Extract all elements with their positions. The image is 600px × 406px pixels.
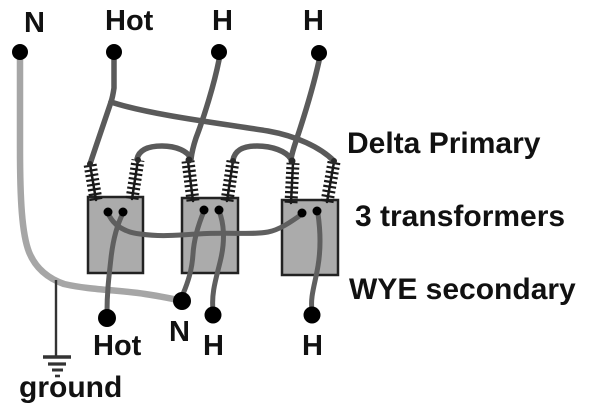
wye-secondary-wiring	[104, 208, 323, 315]
transformer-3-left-bushing	[284, 161, 300, 205]
t3-left-terminal	[297, 208, 307, 218]
wire-t2-left-to-neutral-point	[179, 208, 207, 302]
terminal-hot-top	[106, 44, 122, 60]
label-h-bottom-right: H	[302, 330, 323, 362]
transformer-1	[83, 158, 145, 275]
knob-t1-left	[87, 161, 93, 167]
label-h1-top: H	[212, 5, 233, 37]
transformer-3	[280, 160, 341, 277]
transformer-1-left-bushing	[83, 162, 103, 202]
wire-t1-right-to-hot-bottom	[104, 210, 126, 315]
terminal-n-top	[12, 44, 28, 60]
wire-delta-arc-t2-t3	[230, 143, 294, 163]
ground-symbol	[43, 280, 71, 378]
knob-t3-left	[288, 157, 296, 165]
transformer-3-box	[280, 198, 340, 277]
knob-t1-right	[135, 157, 141, 163]
label-h-bottom-mid: H	[203, 330, 224, 362]
transformer-2-left-bushing	[181, 159, 200, 203]
t2-left-terminal	[199, 205, 209, 215]
transformer-1-right-bushing	[125, 158, 145, 201]
terminal-h-bottom-right	[303, 306, 321, 324]
label-h2-top: H	[303, 5, 324, 37]
wire-hot-top-drop	[108, 57, 117, 105]
label-n-bottom: N	[169, 316, 190, 348]
t2-right-terminal	[214, 205, 224, 215]
wire-hot-to-t3-right-bushing	[108, 99, 337, 164]
wire-h2-top-drop	[288, 58, 322, 162]
terminal-hot-bottom	[98, 309, 116, 327]
transformer-2-right-bushing	[220, 159, 240, 203]
wire-delta-arc-t1-t2	[134, 143, 194, 162]
label-ground: ground	[19, 371, 122, 404]
terminal-h2-top	[311, 45, 327, 61]
terminal-h-bottom-mid	[204, 306, 222, 324]
t1-left-terminal	[103, 207, 113, 217]
terminal-n-junction	[173, 292, 191, 310]
label-hot-bottom: Hot	[93, 330, 142, 362]
neutral-wire	[16, 54, 186, 305]
wire-t2-right-to-h-bottom	[210, 208, 226, 313]
wire-h1-top-drop	[188, 57, 222, 162]
delta-primary-wiring	[87, 57, 337, 167]
bushing-knobs	[87, 156, 337, 167]
label-delta-primary: Delta Primary	[347, 127, 541, 160]
knob-t3-right	[331, 158, 337, 164]
t1-right-terminal	[118, 207, 128, 217]
label-hot-top: Hot	[105, 5, 154, 37]
wire-hot-to-t1-left-bushing	[87, 99, 114, 167]
line-terminals	[12, 44, 327, 327]
label-n-top: N	[24, 7, 45, 39]
knob-t2-right	[230, 158, 236, 164]
labels: N Hot H H Delta Primary 3 transformers W…	[19, 5, 576, 404]
transformer-3-right-bushing	[320, 160, 341, 204]
terminal-h1-top	[211, 44, 227, 60]
wire-t3-right-to-h-bottom	[309, 211, 323, 313]
transformer-secondary-terminals	[103, 205, 322, 218]
label-wye-secondary: WYE secondary	[349, 273, 576, 306]
knob-t2-left	[185, 156, 193, 164]
label-3-transformers: 3 transformers	[355, 200, 565, 233]
t3-right-terminal	[312, 206, 322, 216]
